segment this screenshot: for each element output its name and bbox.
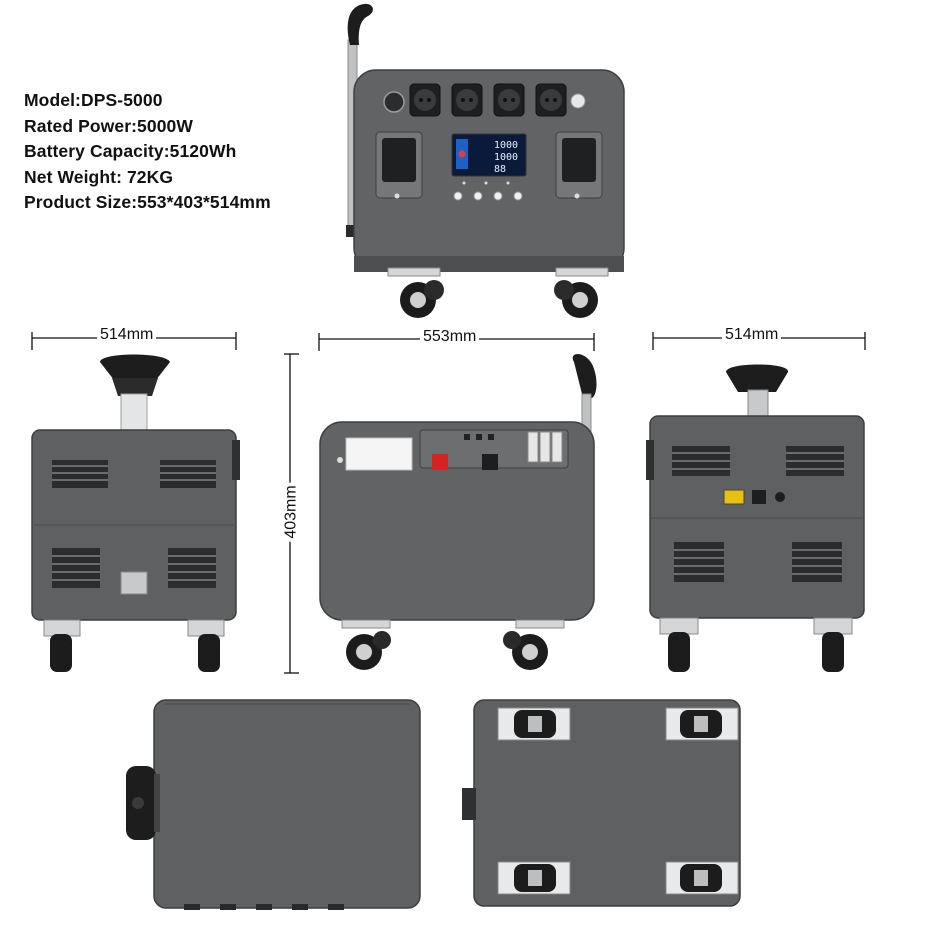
front-panel-view: 1000 1000 88 (346, 3, 625, 318)
spec-list: Model:DPS-5000 Rated Power:5000W Battery… (24, 88, 271, 216)
left-side-view (31, 354, 240, 672)
indicator-light-icon (570, 93, 586, 109)
display-line-2: 1000 (494, 152, 518, 163)
display-line-3: 88 (494, 164, 506, 175)
dimension-right-width: 514mm (722, 326, 782, 344)
power-button-icon (383, 91, 405, 113)
spec-model: Model:DPS-5000 (24, 90, 163, 110)
spec-battery-capacity: Battery Capacity:5120Wh (24, 141, 237, 162)
dimension-front-height: 403mm (282, 482, 301, 542)
right-side-view (646, 364, 865, 672)
dimension-left-width: 514mm (97, 326, 157, 344)
spec-net-weight: Net Weight: 72KG (24, 166, 174, 187)
spec-product-size: Product Size:553*403*514mm (24, 192, 271, 213)
spec-rated-power: Rated Power:5000W (24, 115, 193, 136)
caster-wheel-icon (387, 267, 609, 318)
dimension-front-width: 553mm (420, 328, 480, 346)
bottom-view (462, 699, 741, 907)
display-line-1: 1000 (494, 140, 518, 151)
lcd-display (451, 133, 527, 177)
rear-panel-view (319, 354, 597, 670)
top-down-view (126, 699, 421, 910)
